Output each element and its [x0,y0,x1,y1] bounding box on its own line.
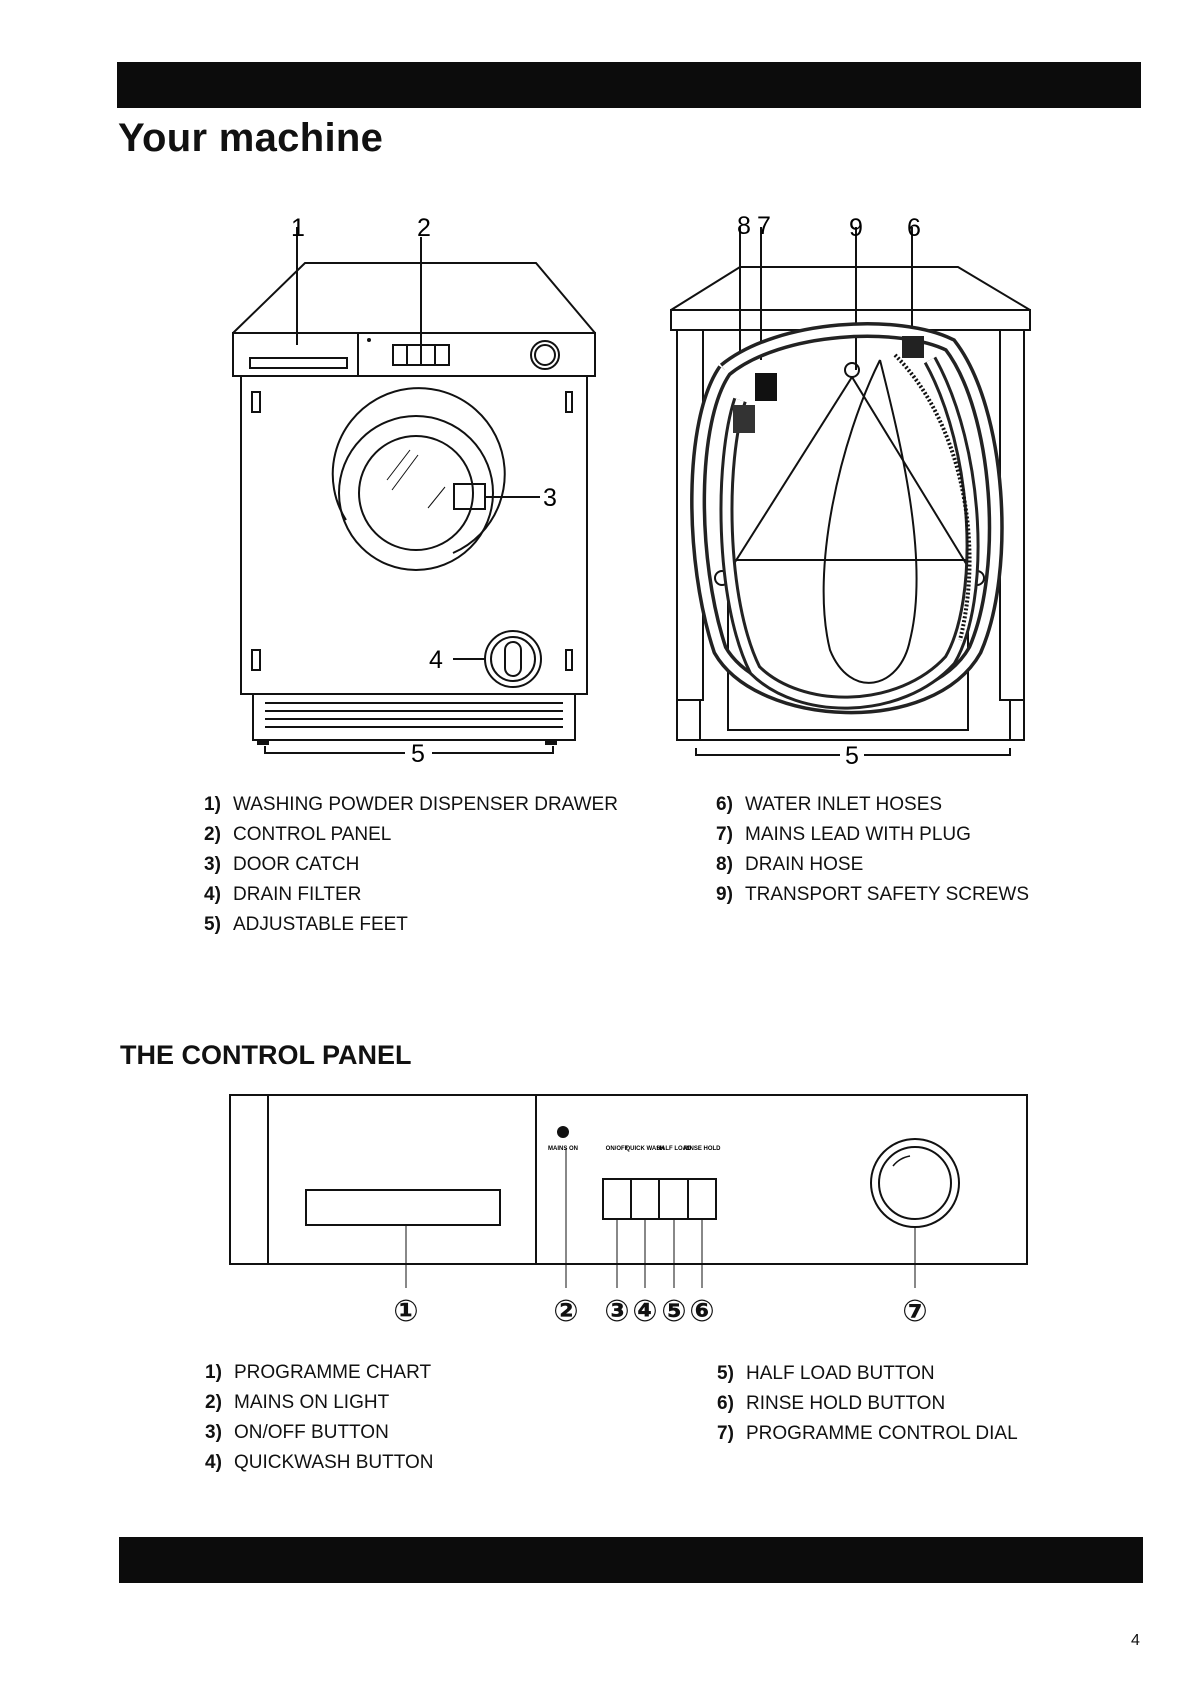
front-callout-4: 4 [429,646,443,674]
legend-item: 6) RINSE HOLD BUTTON [717,1389,1018,1419]
legend-item: 6) WATER INLET HOSES [716,790,1029,820]
legend-num: 5) [204,914,221,935]
page-title: Your machine [118,116,384,160]
legend-num: 1) [204,794,221,815]
control-panel-diagram: MAINS ON ON/OFF QUICK WASH HALF LOAD RIN… [229,1094,1028,1328]
legend-num: 7) [717,1423,734,1444]
legend-num: 4) [204,884,221,905]
legend-item: 2) CONTROL PANEL [204,820,618,850]
rear-callout-5: 5 [845,742,859,770]
legend-label: DRAIN FILTER [233,884,362,905]
legend-item: 3) DOOR CATCH [204,850,618,880]
rear-callout-8: 8 [737,212,751,240]
control-legend-right: 5) HALF LOAD BUTTON 6) RINSE HOLD BUTTON 7… [717,1359,1018,1449]
legend-num: 2) [205,1392,222,1413]
legend-item: 2) MAINS ON LIGHT [205,1388,434,1418]
legend-item: 5) ADJUSTABLE FEET [204,910,618,940]
legend-label: RINSE HOLD BUTTON [746,1393,946,1414]
legend-num: 5) [717,1363,734,1384]
panel-label-half: HALF LOAD [657,1146,692,1152]
legend-num: 3) [204,854,221,875]
legend-num: 4) [205,1452,222,1473]
legend-num: 7) [716,824,733,845]
panel-callout-3: ③ [604,1295,629,1328]
legend-num: 8) [716,854,733,875]
front-callout-3: 3 [543,484,557,512]
panel-label-onoff: ON/OFF [606,1146,629,1152]
mains-on-light [557,1126,569,1138]
front-view-diagram: 1 2 3 4 5 [232,214,596,768]
rear-callout-6: 6 [907,214,921,242]
legend-item: 8) DRAIN HOSE [716,850,1029,880]
legend-item: 5) HALF LOAD BUTTON [717,1359,1018,1389]
bottom-rule-bar [119,1537,1143,1583]
legend-item: 4) DRAIN FILTER [204,880,618,910]
section-title: THE CONTROL PANEL [120,1040,412,1070]
legend-label: MAINS ON LIGHT [234,1392,390,1413]
legend-label: QUICKWASH BUTTON [234,1452,434,1473]
legend-label: WATER INLET HOSES [745,794,943,815]
legend-label: DOOR CATCH [233,854,360,875]
front-callout-2: 2 [417,214,431,242]
legend-label: ON/OFF BUTTON [234,1422,389,1443]
legend-item: 4) QUICKWASH BUTTON [205,1448,434,1478]
legend-label: DRAIN HOSE [745,854,864,875]
rear-view-diagram: 8 7 9 6 5 [670,212,1031,770]
rear-callout-9: 9 [849,214,863,242]
legend-item: 9) TRANSPORT SAFETY SCREWS [716,880,1029,910]
panel-callout-4: ④ [632,1295,657,1328]
legend-num: 6) [716,794,733,815]
legend-num: 6) [717,1393,734,1414]
machine-legend-left: 1) WASHING POWDER DISPENSER DRAWER 2) CONT… [204,790,618,940]
front-callout-5: 5 [411,740,425,768]
front-callout-1: 1 [291,214,305,242]
panel-callout-7: ⑦ [902,1295,927,1328]
rear-callout-7: 7 [757,212,771,240]
legend-item: 1) PROGRAMME CHART [205,1358,434,1388]
panel-callout-2: ② [553,1295,578,1328]
legend-label: WASHING POWDER DISPENSER DRAWER [233,794,618,815]
control-legend-left: 1) PROGRAMME CHART 2) MAINS ON LIGHT 3) ON/… [205,1358,434,1478]
legend-item: 7) MAINS LEAD WITH PLUG [716,820,1029,850]
page-number: 4 [1131,1632,1140,1649]
legend-label: PROGRAMME CONTROL DIAL [746,1423,1018,1444]
legend-label: PROGRAMME CHART [234,1362,432,1383]
legend-label: CONTROL PANEL [233,824,392,845]
legend-label: HALF LOAD BUTTON [746,1363,935,1384]
top-rule-bar [117,62,1141,108]
legend-num: 2) [204,824,221,845]
panel-callout-5: ⑤ [661,1295,686,1328]
legend-num: 1) [205,1362,222,1383]
legend-label: MAINS LEAD WITH PLUG [745,824,971,845]
machine-legend-right: 6) WATER INLET HOSES 7) MAINS LEAD WITH PL… [716,790,1029,910]
legend-item: 3) ON/OFF BUTTON [205,1418,434,1448]
legend-num: 3) [205,1422,222,1443]
panel-label-rinse: RINSE HOLD [683,1146,721,1152]
panel-callout-1: ① [393,1295,418,1328]
panel-label-quick: QUICK WASH [626,1146,665,1152]
panel-label-mains: MAINS ON [548,1146,578,1152]
legend-num: 9) [716,884,733,905]
legend-item: 1) WASHING POWDER DISPENSER DRAWER [204,790,618,820]
panel-callout-6: ⑥ [689,1295,714,1328]
legend-label: ADJUSTABLE FEET [233,914,408,935]
legend-label: TRANSPORT SAFETY SCREWS [745,884,1029,905]
legend-item: 7) PROGRAMME CONTROL DIAL [717,1419,1018,1449]
